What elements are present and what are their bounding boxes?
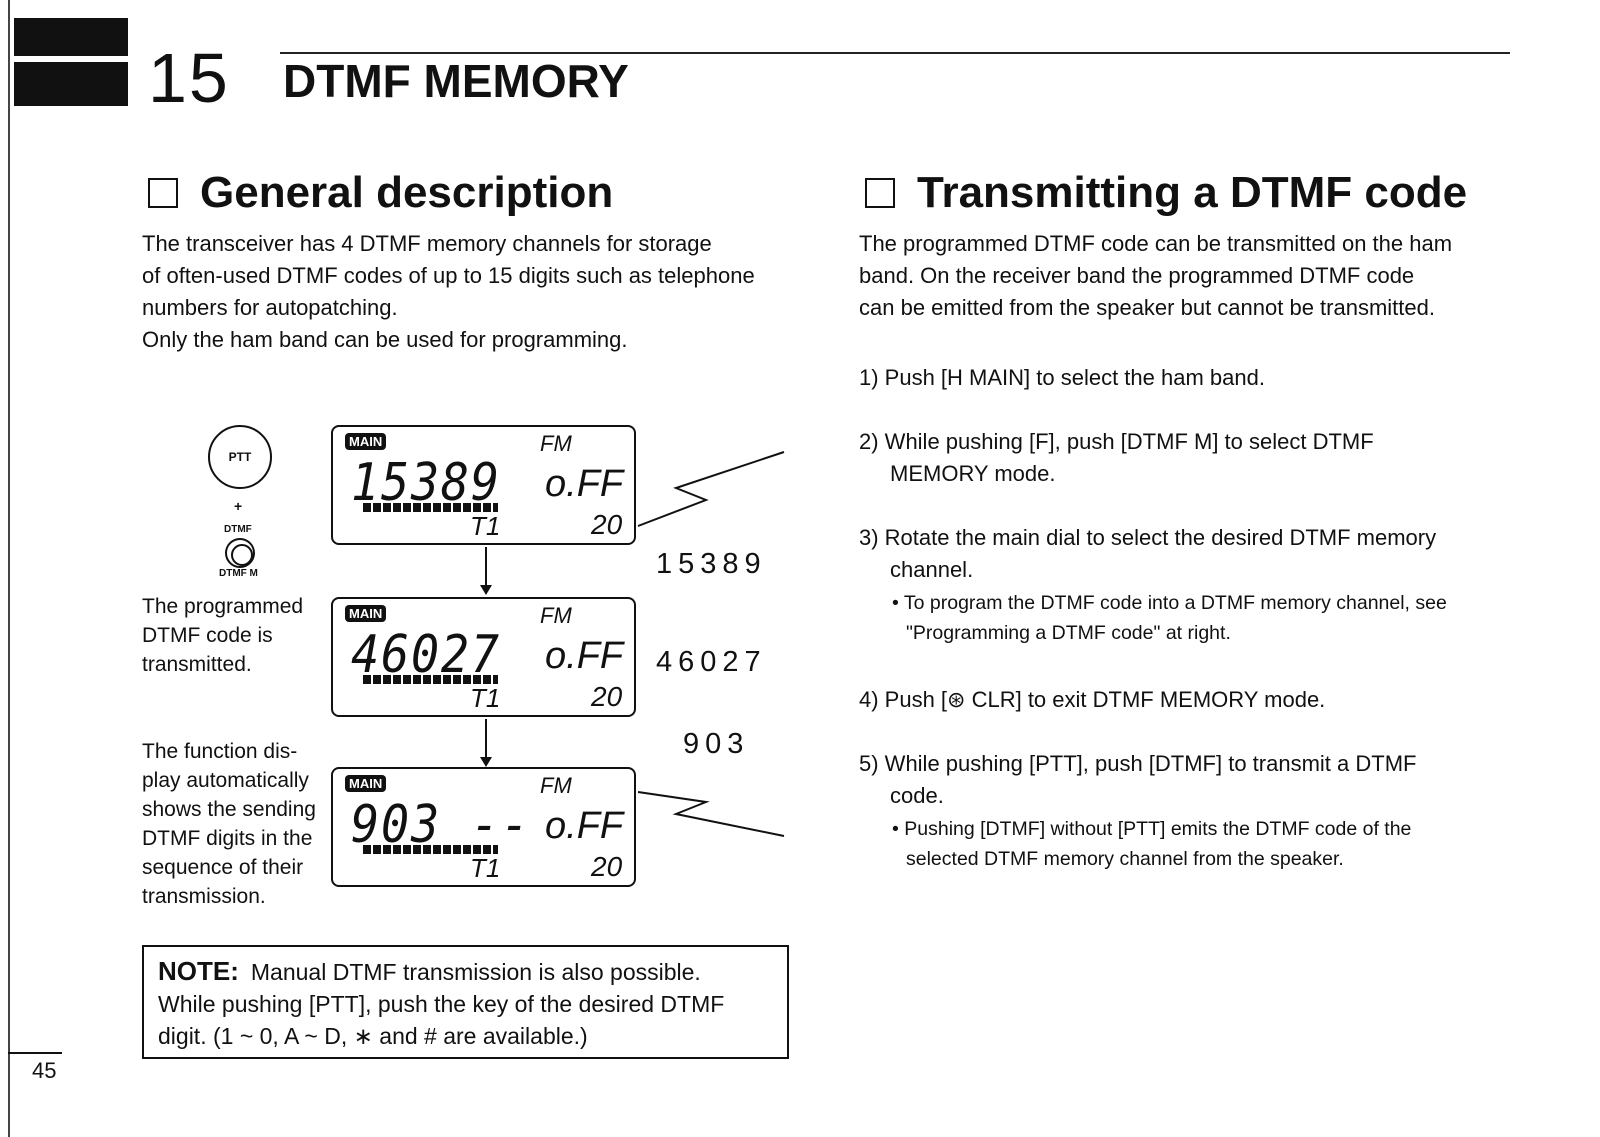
dtmf-key-label: DTMF bbox=[224, 524, 252, 535]
step-2-line-1: 2) While pushing [F], push [DTMF M] to s… bbox=[859, 429, 1374, 454]
lcd-off-indicator: o.FF bbox=[545, 805, 624, 847]
lcd-fm-indicator: FM bbox=[540, 431, 572, 456]
caption-line: DTMF code is bbox=[142, 624, 273, 647]
caption-transmitted: The programmed DTMF code is transmitted. bbox=[142, 592, 303, 679]
checkbox-square-icon bbox=[865, 178, 895, 208]
lcd-channel-number: 20 bbox=[591, 851, 623, 882]
step-5-subnote-line-2: selected DTMF memory channel from the sp… bbox=[906, 848, 1344, 870]
page-number: 45 bbox=[32, 1058, 57, 1083]
step-2-line-2: MEMORY mode. bbox=[890, 461, 1056, 486]
section-title-general-text: General description bbox=[200, 168, 614, 217]
step-1: 1) Push [H MAIN] to select the ham band. bbox=[859, 365, 1265, 390]
ptt-key-label: PTT bbox=[228, 450, 252, 464]
paragraph-line: can be emitted from the speaker but cann… bbox=[859, 295, 1435, 320]
sent-digits-2: 46027 bbox=[656, 646, 767, 678]
step-5-line-2: code. bbox=[890, 783, 944, 808]
chapter-tab-mark-top bbox=[14, 18, 128, 56]
lcd-t1-indicator: T1 bbox=[470, 683, 501, 713]
step-4: 4) Push [⊛ CLR] to exit DTMF MEMORY mode… bbox=[859, 687, 1326, 712]
caption-line: DTMF digits in the bbox=[142, 827, 313, 850]
left-margin-rule bbox=[8, 0, 10, 1137]
lcd-t1-indicator: T1 bbox=[470, 853, 501, 883]
step-5-line-1: 5) While pushing [PTT], push [DTMF] to t… bbox=[859, 751, 1417, 776]
step-3-subnote-line-2: "Programming a DTMF code" at right. bbox=[906, 622, 1231, 644]
lcd-main-indicator: MAIN bbox=[345, 775, 387, 792]
paragraph-line: The programmed DTMF code can be transmit… bbox=[859, 231, 1453, 256]
lcd-display-1: MAIN FM 15389 o.FF T1 20 bbox=[331, 425, 636, 545]
paragraph-line: The transceiver has 4 DTMF memory channe… bbox=[142, 231, 712, 256]
lcd-fm-indicator: FM bbox=[540, 773, 572, 798]
lcd-channel-number: 20 bbox=[591, 681, 623, 712]
step-5-subnote-line-1: • Pushing [DTMF] without [PTT] emits the… bbox=[892, 818, 1412, 840]
caption-line: sequence of their bbox=[142, 856, 304, 879]
page-number-rule bbox=[8, 1052, 62, 1054]
caption-line: play automatically bbox=[142, 769, 309, 792]
section-title-transmitting: Transmitting a DTMF code bbox=[865, 168, 1467, 218]
down-arrow-icon bbox=[480, 719, 492, 767]
transmitting-paragraph: The programmed DTMF code can be transmit… bbox=[859, 228, 1452, 324]
lcd-off-indicator: o.FF bbox=[545, 635, 624, 677]
lcd-display-3: MAIN FM 903 -- o.FF T1 20 bbox=[331, 767, 636, 887]
paragraph-line: band. On the receiver band the programme… bbox=[859, 263, 1415, 288]
down-arrow-icon bbox=[480, 547, 492, 595]
sent-digits-1: 15389 bbox=[656, 548, 767, 580]
lcd-off-indicator: o.FF bbox=[545, 463, 624, 505]
step-3-line-2: channel. bbox=[890, 557, 974, 582]
caption-function-display: The function dis- play automatically sho… bbox=[142, 737, 316, 911]
chapter-title: DTMF MEMORY bbox=[283, 55, 629, 107]
note-line-3: digit. (1 ~ 0, A ~ D, ∗ and # are availa… bbox=[158, 1023, 588, 1049]
transmission-signal-icon bbox=[637, 451, 785, 837]
ptt-key-icon: PTT bbox=[208, 425, 272, 489]
checkbox-square-icon bbox=[148, 178, 178, 208]
paragraph-line: of often-used DTMF codes of up to 15 dig… bbox=[142, 263, 755, 288]
general-description-paragraph: The transceiver has 4 DTMF memory channe… bbox=[142, 228, 755, 356]
lcd-main-indicator: MAIN bbox=[345, 433, 387, 450]
note-line-1: Manual DTMF transmission is also possibl… bbox=[250, 959, 701, 985]
chapter-number: 15 bbox=[148, 39, 230, 117]
note-box: NOTE: Manual DTMF transmission is also po… bbox=[142, 945, 789, 1059]
caption-line: shows the sending bbox=[142, 798, 316, 821]
section-title-general: General description bbox=[148, 168, 613, 218]
caption-line: transmitted. bbox=[142, 653, 252, 676]
caption-line: transmission. bbox=[142, 885, 266, 908]
dtmf-m-key-label: DTMF M bbox=[219, 568, 258, 579]
paragraph-line: numbers for autopatching. bbox=[142, 295, 398, 320]
chapter-tab-mark-bottom bbox=[14, 62, 128, 106]
lcd-main-indicator: MAIN bbox=[345, 605, 387, 622]
lcd-fm-indicator: FM bbox=[540, 603, 572, 628]
plus-sign: + bbox=[234, 498, 243, 514]
step-3-subnote-line-1: • To program the DTMF code into a DTMF m… bbox=[892, 592, 1447, 614]
caption-line: The programmed bbox=[142, 595, 304, 618]
header-rule bbox=[280, 52, 1510, 54]
sent-digits-3: 903 bbox=[683, 728, 750, 760]
lcd-display-2: MAIN FM 46027 o.FF T1 20 bbox=[331, 597, 636, 717]
lcd-signal-meter bbox=[363, 845, 498, 854]
dtmf-key-icon bbox=[225, 538, 255, 568]
step-3-line-1: 3) Rotate the main dial to select the de… bbox=[859, 525, 1437, 550]
caption-line: The function dis- bbox=[142, 740, 298, 763]
note-label: NOTE: bbox=[158, 956, 239, 986]
lcd-signal-meter bbox=[363, 675, 498, 684]
lcd-channel-number: 20 bbox=[591, 509, 623, 540]
lcd-signal-meter bbox=[363, 503, 498, 512]
note-line-2: While pushing [PTT], push the key of the… bbox=[158, 991, 725, 1017]
section-title-transmitting-text: Transmitting a DTMF code bbox=[917, 168, 1468, 217]
paragraph-line: Only the ham band can be used for progra… bbox=[142, 327, 628, 352]
lcd-t1-indicator: T1 bbox=[470, 511, 501, 541]
